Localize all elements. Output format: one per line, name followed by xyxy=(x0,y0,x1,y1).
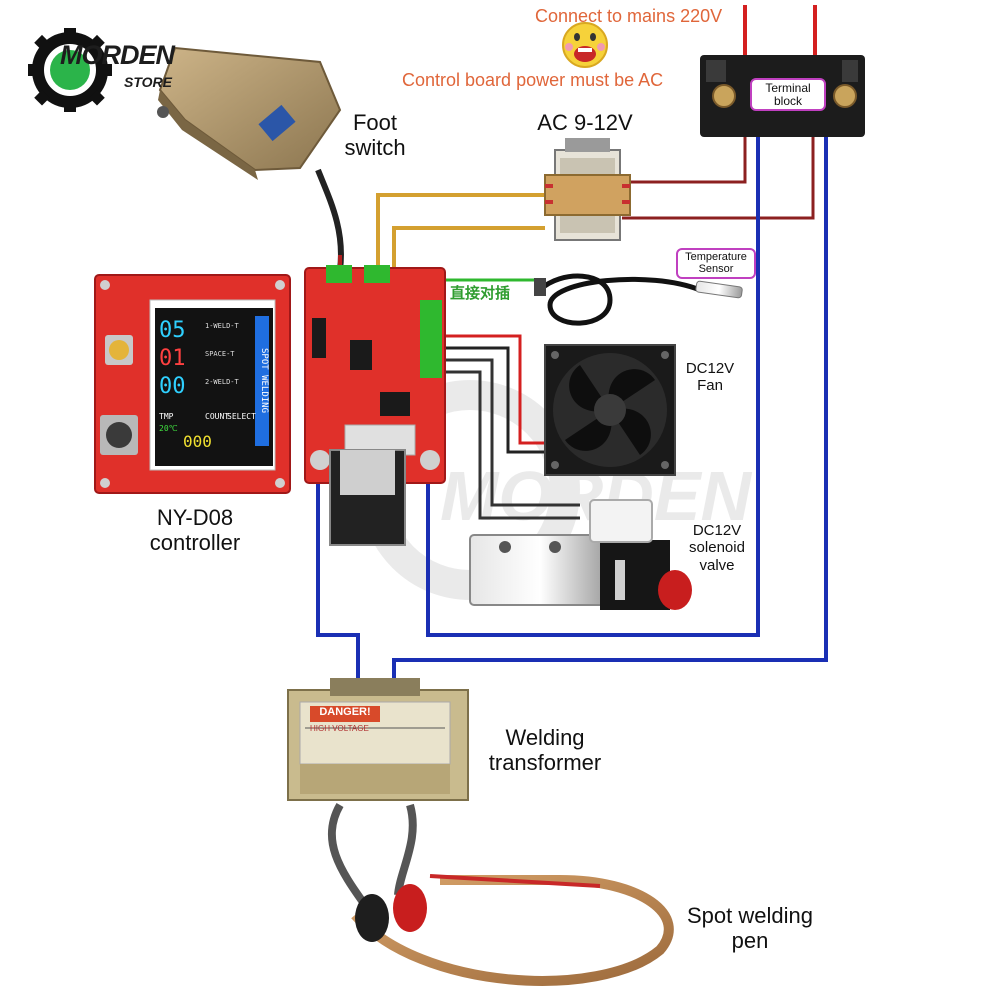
ny-d08-controller xyxy=(94,274,291,494)
screen-row-3: 2-WELD-T xyxy=(205,378,239,386)
ac-primary-wire-1 xyxy=(622,130,747,184)
ac-only-note: Control board power must be AC xyxy=(402,70,664,90)
fan-wire-red xyxy=(440,334,545,445)
controller-screen: SPOT WELDING 05 01 00 1-WELD-T SPACE-T 2… xyxy=(157,312,271,462)
spot-welding-pen xyxy=(327,803,674,986)
ac-secondary-wire-1 xyxy=(376,193,545,272)
brand-sub: STORE xyxy=(124,74,172,90)
temperature-sensor xyxy=(534,273,743,326)
ac-transformer xyxy=(544,138,631,241)
screen-digit-3: 00 xyxy=(159,374,186,399)
solenoid-wire-1 xyxy=(440,358,580,507)
screen-count-value: 000 xyxy=(183,432,212,451)
blue-wire-3 xyxy=(392,130,828,690)
control-board xyxy=(304,265,446,546)
screen-count: COUNT xyxy=(205,412,230,421)
screen-row-1: 1-WELD-T xyxy=(205,322,239,330)
foot-switch-cable xyxy=(315,168,344,271)
screen-tmp: TMP xyxy=(159,412,174,421)
foot-switch xyxy=(157,46,342,180)
solenoid-wire-2 xyxy=(440,370,580,520)
ac-secondary-wire-2 xyxy=(392,226,545,272)
screen-row-2: SPACE-T xyxy=(205,350,235,358)
brand-name: MORDEN xyxy=(60,40,175,70)
screen-temp: 20℃ xyxy=(159,424,178,433)
smiley-icon xyxy=(562,22,608,68)
screen-title: SPOT WELDING xyxy=(255,316,269,446)
ac-supply-label: AC 9-12V xyxy=(537,110,633,135)
blue-wire-2 xyxy=(426,130,760,637)
direct-plug-label: 直接对插 xyxy=(450,285,511,302)
fan-wire-black xyxy=(440,346,545,454)
screen-select: SELECT xyxy=(227,412,256,421)
screen-digit-1: 05 xyxy=(159,318,186,343)
blue-wire-1 xyxy=(316,470,360,690)
welding-transformer xyxy=(287,678,469,801)
mains-note: Connect to mains 220V xyxy=(535,6,723,26)
screen-digit-2: 01 xyxy=(159,346,186,371)
fan xyxy=(544,344,676,476)
ac-primary-wire-2 xyxy=(622,130,815,220)
solenoid-valve xyxy=(469,499,692,610)
danger-plate: DANGER! xyxy=(310,706,380,722)
high-voltage-text: HIGH VOLTAGE xyxy=(310,724,369,733)
brand-logo: MORDEN STORE xyxy=(30,30,200,110)
